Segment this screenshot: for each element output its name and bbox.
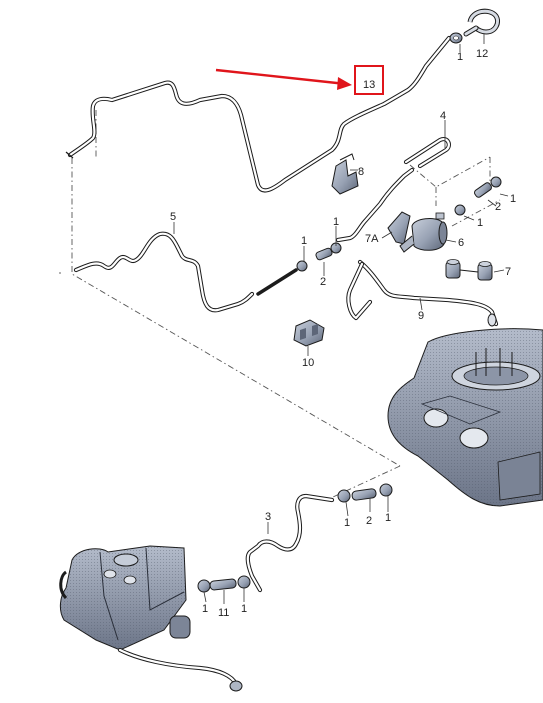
valve-7[interactable]: [445, 259, 493, 281]
fuel-tank[interactable]: [387, 328, 543, 507]
hairpin-line-4[interactable]: [403, 137, 451, 169]
callout-4: 4: [440, 110, 446, 122]
callout-9: 9: [418, 310, 424, 322]
bracket-8[interactable]: [331, 153, 359, 195]
connecting-line-mid[interactable]: [256, 167, 415, 296]
hose-11[interactable]: [197, 575, 251, 593]
clamp-1-top[interactable]: [449, 32, 463, 44]
pump-6[interactable]: [399, 212, 448, 253]
hose-2-right[interactable]: [454, 176, 502, 216]
callout-1-low-a: 1: [344, 517, 350, 529]
callout-8: 8: [358, 166, 364, 178]
hose-9[interactable]: [346, 259, 499, 327]
callout-6: 6: [458, 237, 464, 249]
callout-1-mid-a: 1: [333, 216, 339, 228]
callout-11: 11: [218, 607, 229, 619]
callout-1-bottom-a: 1: [202, 603, 208, 615]
carbon-canister[interactable]: [59, 545, 191, 651]
fuel-line-3[interactable]: [245, 493, 335, 593]
callout-7: 7: [505, 266, 511, 278]
callout-1-mid-b: 1: [301, 235, 307, 247]
highlight-arrow-head: [337, 77, 352, 90]
leader-lines: [173, 34, 509, 604]
fuel-line-13[interactable]: [65, 35, 452, 193]
callout-5: 5: [170, 211, 176, 223]
callout-1-top: 1: [457, 51, 463, 63]
canister-vent-hose[interactable]: [117, 647, 243, 692]
callout-1-right-b: 1: [477, 217, 483, 229]
callout-1-right-a: 1: [510, 193, 516, 205]
highlight-annotation: [215, 65, 384, 95]
callout-2-low: 2: [366, 515, 372, 527]
callout-10: 10: [302, 357, 314, 369]
clip-10[interactable]: [293, 319, 325, 347]
callout-2-mid: 2: [320, 276, 326, 288]
bracket-7a[interactable]: [387, 211, 411, 245]
callout-12: 12: [476, 48, 488, 60]
callout-13: 13: [363, 79, 375, 91]
callout-labels: 1 12 13 4 5 8 1 1 2 1 2 1 7A 6 7 9 10 3 …: [170, 48, 516, 619]
highlight-box: [354, 65, 384, 95]
callout-1-bottom-b: 1: [241, 603, 247, 615]
connector-12[interactable]: [463, 8, 501, 37]
hose-2-lower[interactable]: [337, 483, 393, 503]
callout-1-low-b: 1: [385, 512, 391, 524]
callout-7a: 7A: [365, 233, 379, 245]
fuel-line-5[interactable]: [73, 231, 255, 313]
callout-2-right: 2: [495, 201, 501, 213]
highlight-arrow-shaft: [215, 68, 347, 86]
callout-3: 3: [265, 511, 271, 523]
